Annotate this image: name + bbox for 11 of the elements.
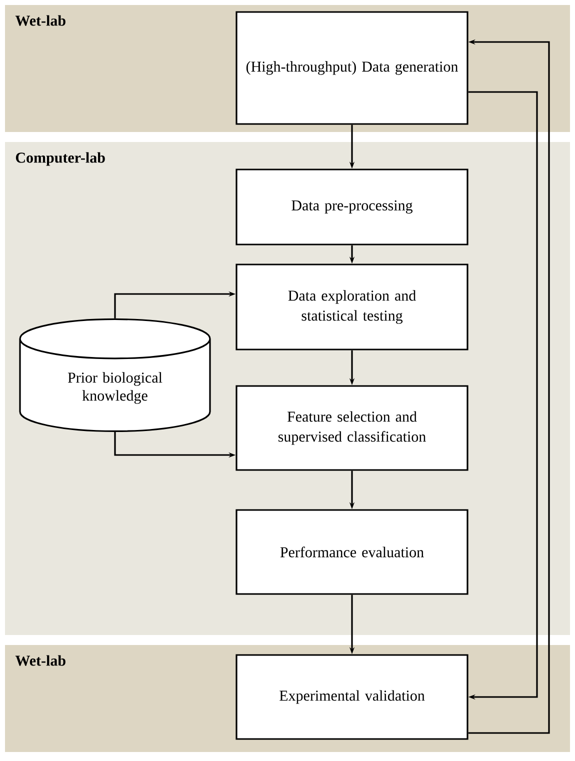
process-box: (High-throughput) Data generation: [236, 11, 468, 125]
database-cylinder: Prior biological knowledge: [19, 318, 211, 432]
process-box: Data pre-processing: [236, 168, 468, 246]
band-heading: Computer-lab: [16, 152, 105, 166]
process-box: Performance evaluation: [236, 509, 468, 595]
process-box: Data exploration and statistical testing: [236, 264, 468, 350]
process-box: Feature selection and supervised classification: [236, 385, 468, 471]
band-heading: Wet-lab: [15, 655, 66, 666]
process-box: Experimental validation: [236, 654, 468, 740]
arrow: [468, 91, 538, 700]
band-heading: Wet-lab: [15, 15, 66, 26]
